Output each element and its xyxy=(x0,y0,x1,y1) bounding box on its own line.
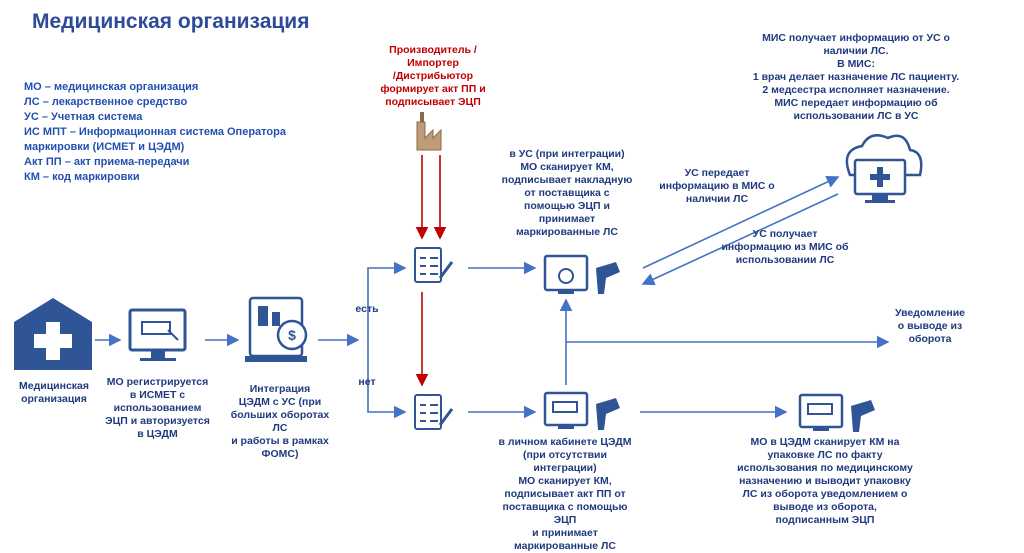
label-notify-line: о выводе из xyxy=(897,320,963,332)
label-yes: есть xyxy=(355,303,379,315)
computer-icon xyxy=(128,308,187,361)
checklist-icon xyxy=(414,247,454,283)
cloud-monitor-icon xyxy=(845,134,923,203)
label-mis-line: наличии ЛС. xyxy=(823,45,889,57)
label-mis-line: В МИС: xyxy=(837,58,875,70)
label-integration-line: и работы в рамках xyxy=(231,435,329,447)
label-us-to-mis-line: информацию в МИС о xyxy=(659,180,775,192)
label-mo-line: Медицинская xyxy=(18,380,90,392)
label-withdraw-line: назначению и выводит упаковку xyxy=(739,475,911,487)
label-cabinet-line: поставщика с помощью ЭЦП xyxy=(502,501,628,526)
label-producer-line: Импортер xyxy=(407,57,459,69)
legend-item: КМ – код маркировки xyxy=(24,171,140,183)
label-us-line: от поставщика с xyxy=(524,187,610,199)
page-title: Медицинская организация xyxy=(32,10,310,33)
label-notify-line: Уведомление xyxy=(894,307,965,319)
label-withdraw-line: подписанным ЭЦП xyxy=(775,514,875,526)
label-mis-line: МИС получает информацию от УС о xyxy=(762,32,950,44)
label-register-line: в ЦЭДМ xyxy=(137,428,178,440)
label-withdraw-line: выводе из оборота, xyxy=(773,501,877,513)
label-integration-line: ЦЭДМ с УС (при xyxy=(238,396,322,408)
label-us-to-mis-line: УС передает xyxy=(684,167,750,179)
label-mis-line: использовании ЛС в УС xyxy=(793,110,919,122)
label-us: в УС (при интеграции)МО сканирует КМ,под… xyxy=(498,148,636,239)
label-producer-line: подписывает ЭЦП xyxy=(385,96,481,108)
legend-item: Акт ПП – акт приема-передачи xyxy=(24,156,190,168)
legend-item: ЛС – лекарственное средство xyxy=(24,96,188,108)
label-withdraw-line: упаковке ЛС по факту xyxy=(767,449,883,461)
label-cabinet-line: МО сканирует КМ, xyxy=(518,475,612,487)
scanner-icon xyxy=(543,391,620,430)
label-cabinet-line: (при отсутствии интеграции) xyxy=(523,449,607,474)
label-mis-line: 1 врач делает назначение ЛС пациенту. xyxy=(752,71,960,83)
label-withdraw-line: ЛС из оборота уведомлением о xyxy=(742,488,908,500)
hospital-icon xyxy=(14,298,92,370)
legend-item: МО – медицинская организация xyxy=(24,81,199,93)
label-producer-line: формирует акт ПП и xyxy=(380,83,486,95)
label-register-line: в ИСМЕТ с xyxy=(129,389,186,401)
label-mis-line: МИС передает информацию об xyxy=(774,97,938,109)
label-withdraw-line: МО в ЦЭДМ сканирует КМ на xyxy=(750,436,900,448)
label-mis-to-us-line: использовании ЛС xyxy=(735,254,835,266)
scanner-icon xyxy=(798,393,875,432)
checklist-icon xyxy=(414,394,454,430)
connectors xyxy=(95,175,890,419)
label-withdraw-line: использования по медицинскому xyxy=(737,462,913,474)
legend-item: маркировки (ИСМЕТ и ЦЭДМ) xyxy=(24,141,185,153)
label-mis-line: 2 медсестра исполняет назначение. xyxy=(762,84,950,96)
label-integration-line: Интеграция xyxy=(249,383,311,395)
label-us-line: МО сканирует КМ, xyxy=(520,161,614,173)
label-us-line: помощью ЭЦП и xyxy=(524,200,610,212)
label-us-line: подписывает накладную xyxy=(501,174,633,186)
label-mis-to-us-line: УС получает xyxy=(752,228,818,240)
label-cabinet-line: маркированные ЛС xyxy=(514,540,616,552)
document-dollar-icon: $ xyxy=(245,296,308,362)
label-cabinet-line: в личном кабинете ЦЭДМ xyxy=(498,436,632,448)
label-us-line: принимает xyxy=(538,213,596,225)
label-cabinet: в личном кабинете ЦЭДМ(при отсутствии ин… xyxy=(490,436,640,553)
legend-item: ИС МПТ – Информационная система Оператор… xyxy=(24,126,286,138)
label-mo-line: организация xyxy=(21,393,87,405)
legend-item: УС – Учетная система xyxy=(24,111,143,123)
label-producer-line: Производитель / xyxy=(389,44,477,56)
label-notify-line: оборота xyxy=(908,333,952,345)
label-integration-line: ФОМС) xyxy=(261,448,299,460)
svg-text:$: $ xyxy=(288,327,296,343)
label-us-line: маркированные ЛС xyxy=(516,226,618,238)
label-no: нет xyxy=(358,376,376,388)
red-connectors xyxy=(415,155,447,387)
label-producer-line: /Дистрибьютор xyxy=(392,70,474,82)
label-us-to-mis-line: наличии ЛС xyxy=(685,193,749,205)
label-cabinet-line: и принимает xyxy=(532,527,598,539)
label-mis-to-us-line: информацию из МИС об xyxy=(721,241,849,253)
label-register-line: МО регистрируется xyxy=(106,376,209,388)
factory-icon xyxy=(416,112,442,151)
label-cabinet-line: подписывает акт ПП от xyxy=(504,488,626,500)
label-register-line: использованием xyxy=(113,402,202,414)
scanner-icon xyxy=(543,254,620,294)
label-us-line: в УС (при интеграции) xyxy=(509,148,625,160)
legend: МО – медицинская организация ЛС – лекарст… xyxy=(24,80,286,185)
label-register-line: ЭЦП и авторизуется xyxy=(105,415,210,427)
label-integration-line: больших оборотах ЛС xyxy=(230,409,330,434)
